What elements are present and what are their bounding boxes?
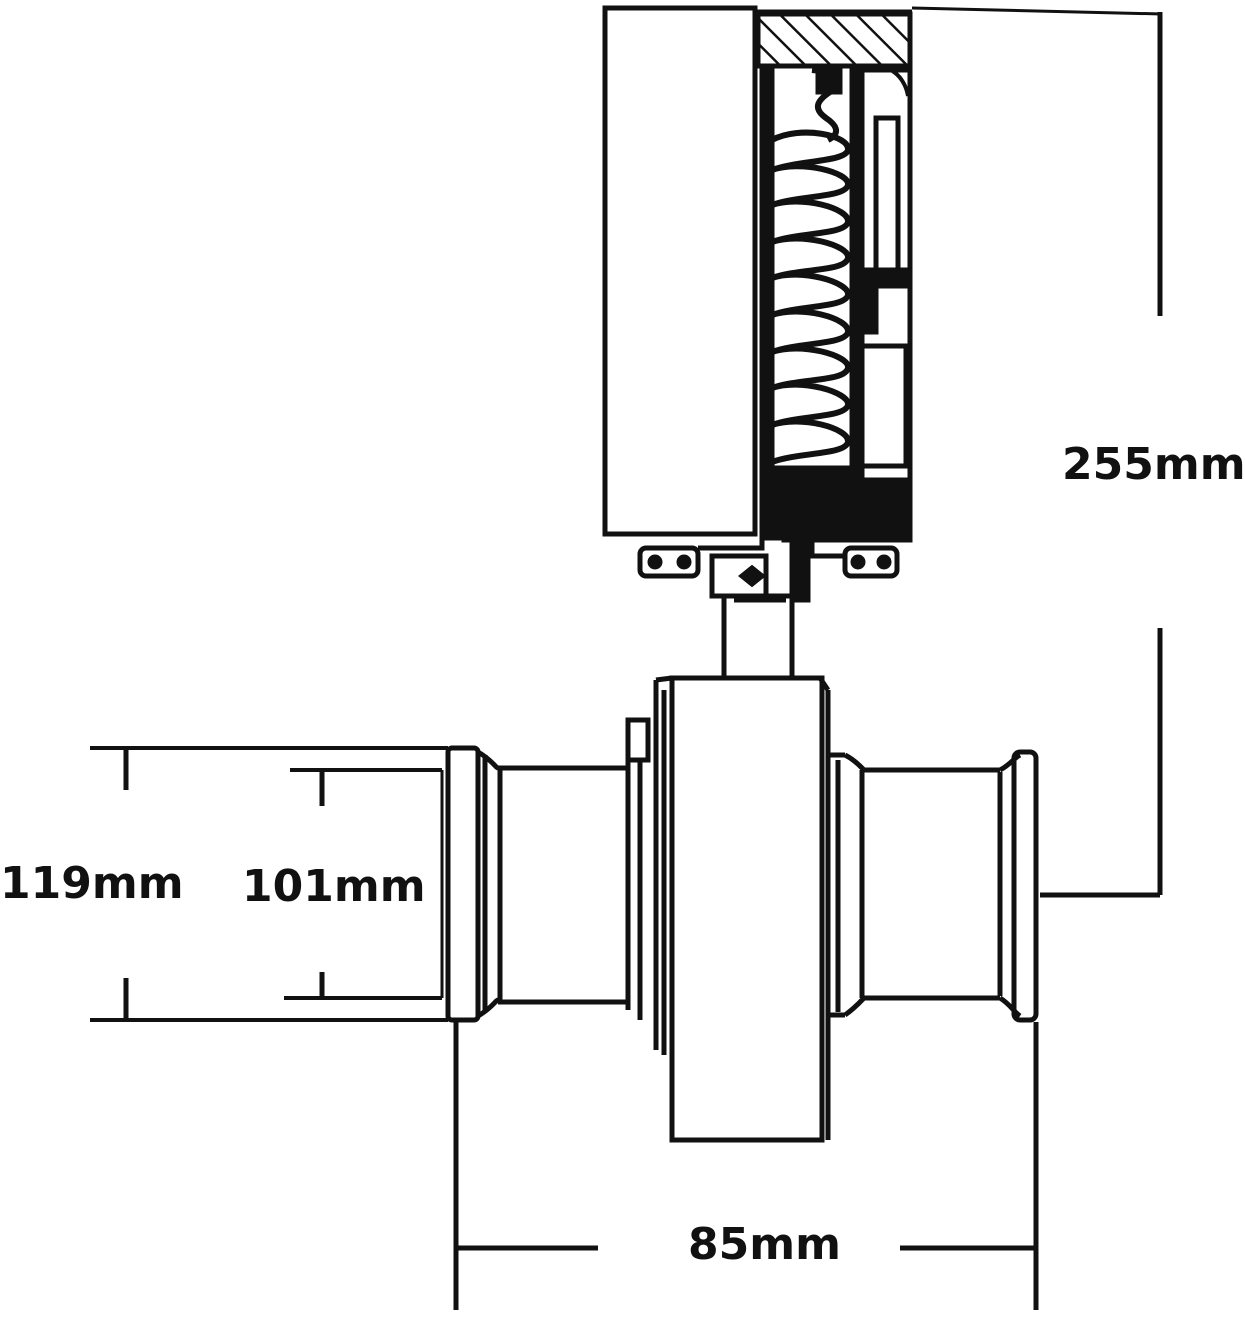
valve-neck <box>721 593 795 681</box>
inner-diameter-label: 101mm <box>242 861 426 912</box>
dim-outer-diameter <box>90 746 448 1022</box>
dim-inner-diameter <box>284 768 444 1000</box>
actuator-stem <box>849 65 913 469</box>
outer-diameter-label: 119mm <box>0 858 184 909</box>
height-dimension-label: 255mm <box>1062 439 1245 490</box>
actuator-housing <box>602 5 1163 603</box>
length-dimension-label: 85mm <box>688 1219 841 1270</box>
spring <box>770 67 851 465</box>
dim-length <box>453 1022 1039 1310</box>
right-pipe <box>828 749 1039 1023</box>
valve-body <box>625 675 831 1143</box>
dim-height <box>1040 12 1163 898</box>
mounting-bracket <box>637 540 900 599</box>
left-pipe <box>445 745 643 1023</box>
